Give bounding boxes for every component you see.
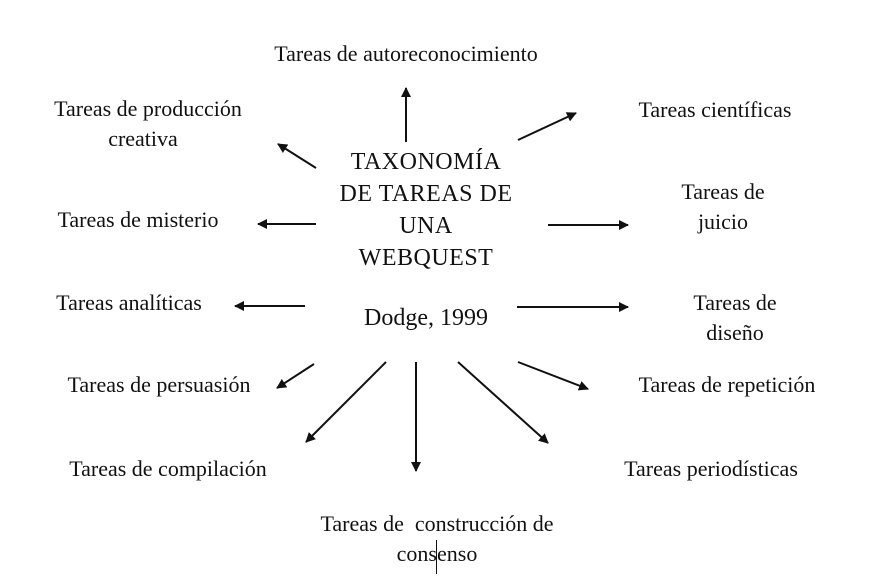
task-repeticion: Tareas de repetición [612, 370, 842, 400]
task-periodisticas: Tareas periodísticas [604, 454, 818, 484]
citation: Dodge, 1999 [364, 305, 488, 331]
task-label-line: creativa [108, 126, 178, 151]
task-label-line: Tareas de [681, 179, 765, 204]
arrow-to-cientificas [517, 112, 577, 141]
task-label-line: Tareas de misterio [57, 207, 219, 232]
arrow-to-persuasion [276, 363, 315, 389]
task-label-line: Tareas de compilación [69, 456, 267, 481]
center-title-line: WEBQUEST [358, 245, 494, 271]
arrow-to-periodisticas [457, 361, 549, 444]
task-label-line: Tareas analíticas [56, 290, 202, 315]
arrow-to-repeticion [517, 361, 589, 391]
task-juicio: Tareas de juicio [660, 177, 786, 237]
center-title-line: DE TAREAS DE [339, 181, 513, 207]
center-title-line: UNA [399, 213, 453, 239]
task-label-line: Tareas científicas [638, 97, 792, 122]
task-label-line: consenso [396, 541, 478, 566]
task-label-line: Tareas de [693, 290, 777, 315]
task-compilacion: Tareas de compilación [48, 454, 288, 484]
task-autoreconocimiento: Tareas de autoreconocimiento [236, 39, 576, 69]
center-title-line: TAXONOMÍA [350, 149, 502, 175]
text-cursor [436, 540, 437, 574]
task-analiticas: Tareas analíticas [40, 288, 218, 318]
task-label-line: Tareas de autoreconocimiento [274, 41, 538, 66]
task-construccion-consenso: Tareas de construcción de consenso [282, 509, 592, 569]
task-label-line: Tareas de persuasión [67, 372, 251, 397]
task-produccion-creativa: Tareas de producción creativa [30, 94, 266, 154]
task-label-line: Tareas periodísticas [624, 456, 798, 481]
task-misterio: Tareas de misterio [40, 205, 236, 235]
task-label-line: Tareas de construcción de [320, 511, 554, 536]
task-persuasion: Tareas de persuasión [46, 370, 272, 400]
task-label-line: diseño [706, 320, 764, 345]
task-label-line: Tareas de producción [54, 96, 242, 121]
task-cientificas: Tareas científicas [620, 95, 810, 125]
arrow-to-produccion-creativa [277, 143, 317, 169]
task-label-line: juicio [697, 209, 749, 234]
task-label-line: Tareas de repetición [638, 372, 816, 397]
arrow-to-compilacion [305, 361, 387, 443]
center-title: TAXONOMÍA DE TAREAS DE UNA WEBQUEST [318, 146, 534, 274]
task-diseno: Tareas de diseño [672, 288, 798, 348]
